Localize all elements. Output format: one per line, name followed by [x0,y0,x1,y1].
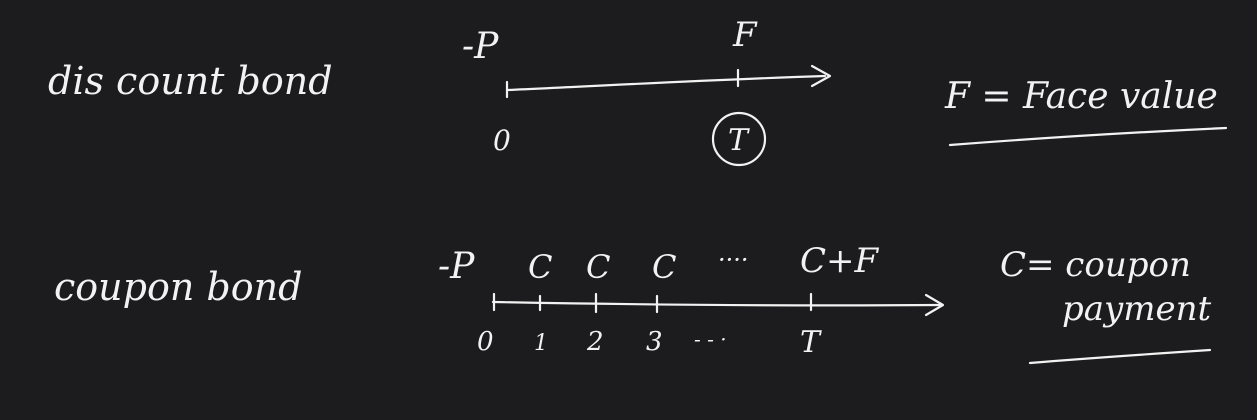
discount-bond-label: dis count bond [48,59,333,103]
coupon-bond-label: coupon bond [54,265,302,309]
coupon-tick-label-ellipsis: - - · [694,327,727,351]
coupon-tick-label-1: 1 [534,331,548,356]
discount-timeline [506,74,827,92]
coupon-note-underline [1028,348,1212,365]
coupon-tick-label-3: 3 [646,327,663,357]
discount-price-label: -P [462,26,499,67]
coupon-note-line1: C= coupon [1000,245,1191,285]
maturity-circle [711,111,767,167]
coupon-payment-1: C [528,248,552,286]
discount-maturity-label: T [728,123,750,158]
discount-start-label: 0 [493,124,511,157]
coupon-tick-label-2: 2 [586,327,604,357]
coupon-tick-label-maturity: T [800,325,822,360]
coupon-payment-2: C [586,248,610,286]
coupon-payment-ellipsis: ···· [718,246,749,274]
coupon-payment-final: C+F [800,241,880,281]
coupon-timeline [491,300,942,307]
coupon-payment-3: C [652,248,676,286]
coupon-tick-label-0: 0 [477,327,494,357]
coupon-timeline-arrowhead [924,293,945,317]
coupon-note-line2: payment [1062,289,1212,329]
discount-face-label: F [732,15,758,55]
face-value-note: F = Face value [944,76,1218,117]
discount-timeline-arrowhead [810,64,832,88]
coupon-price-label: -P [438,246,475,287]
face-value-underline [948,126,1228,147]
